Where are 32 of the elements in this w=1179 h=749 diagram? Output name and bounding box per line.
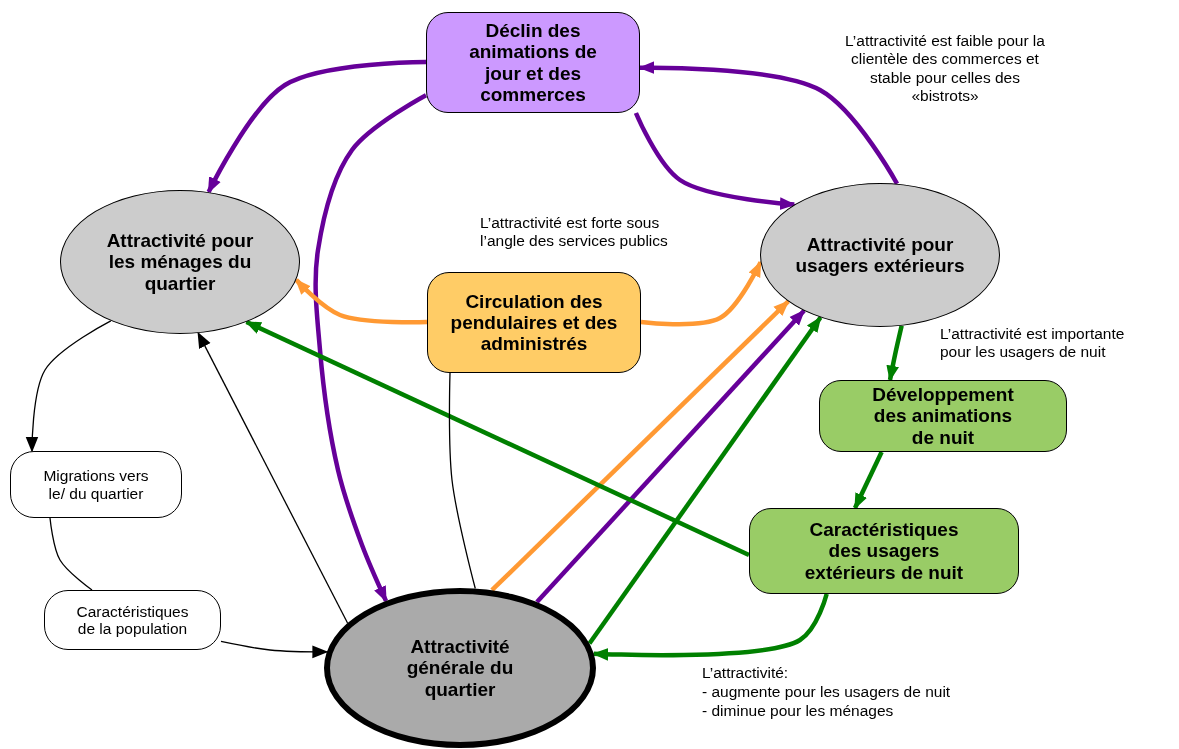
rounded-box [44,590,221,650]
annotation-text: - augmente pour les usagers de nuit [702,683,952,702]
arrow [313,93,428,603]
node-label: Déclin des animations de jour et des commerces [468,19,598,106]
arrow [886,325,904,382]
arrow [25,320,112,453]
arrow [638,61,899,185]
arrow [294,278,428,325]
process-box [819,380,1067,452]
arrow [640,260,763,327]
annotation-text: L’attractivité: [702,664,790,683]
arrow [535,309,806,604]
arrow [245,319,750,557]
node-label: Circulation des pendulaires et des administrés [449,290,619,355]
annotation-text: L’attractivité est forte sous l’angle des services publics [480,214,669,251]
process-box [749,508,1019,594]
process-box [426,12,640,113]
annotation-text: L’attractivité est faible pour la clientèle des commerces et stable pour celles des «bistrots» [844,32,1046,106]
process-box [427,272,641,373]
node-label: Attractivité pour les ménages du quartier [105,230,255,294]
arrow [206,59,427,194]
arrow [633,112,796,210]
node-label: Attractivité pour usagers extérieurs [794,233,966,277]
node-label: Attractivité générale du quartier [405,636,515,700]
rounded-box [10,451,182,518]
annotation-text: - diminue pour les ménages [702,702,895,721]
arrow [852,451,884,510]
node-label: Développement des animations de nuit [871,384,1015,448]
node-label: Migrations vers le/ du quartier [42,467,150,502]
annotation-text: L’attractivité est importante pour les usagers de nuit [940,325,1126,362]
node-label: Caractéristiques des usagers extérieurs de nuit [803,519,965,583]
node-label: Caractéristiques de la population [75,602,190,638]
